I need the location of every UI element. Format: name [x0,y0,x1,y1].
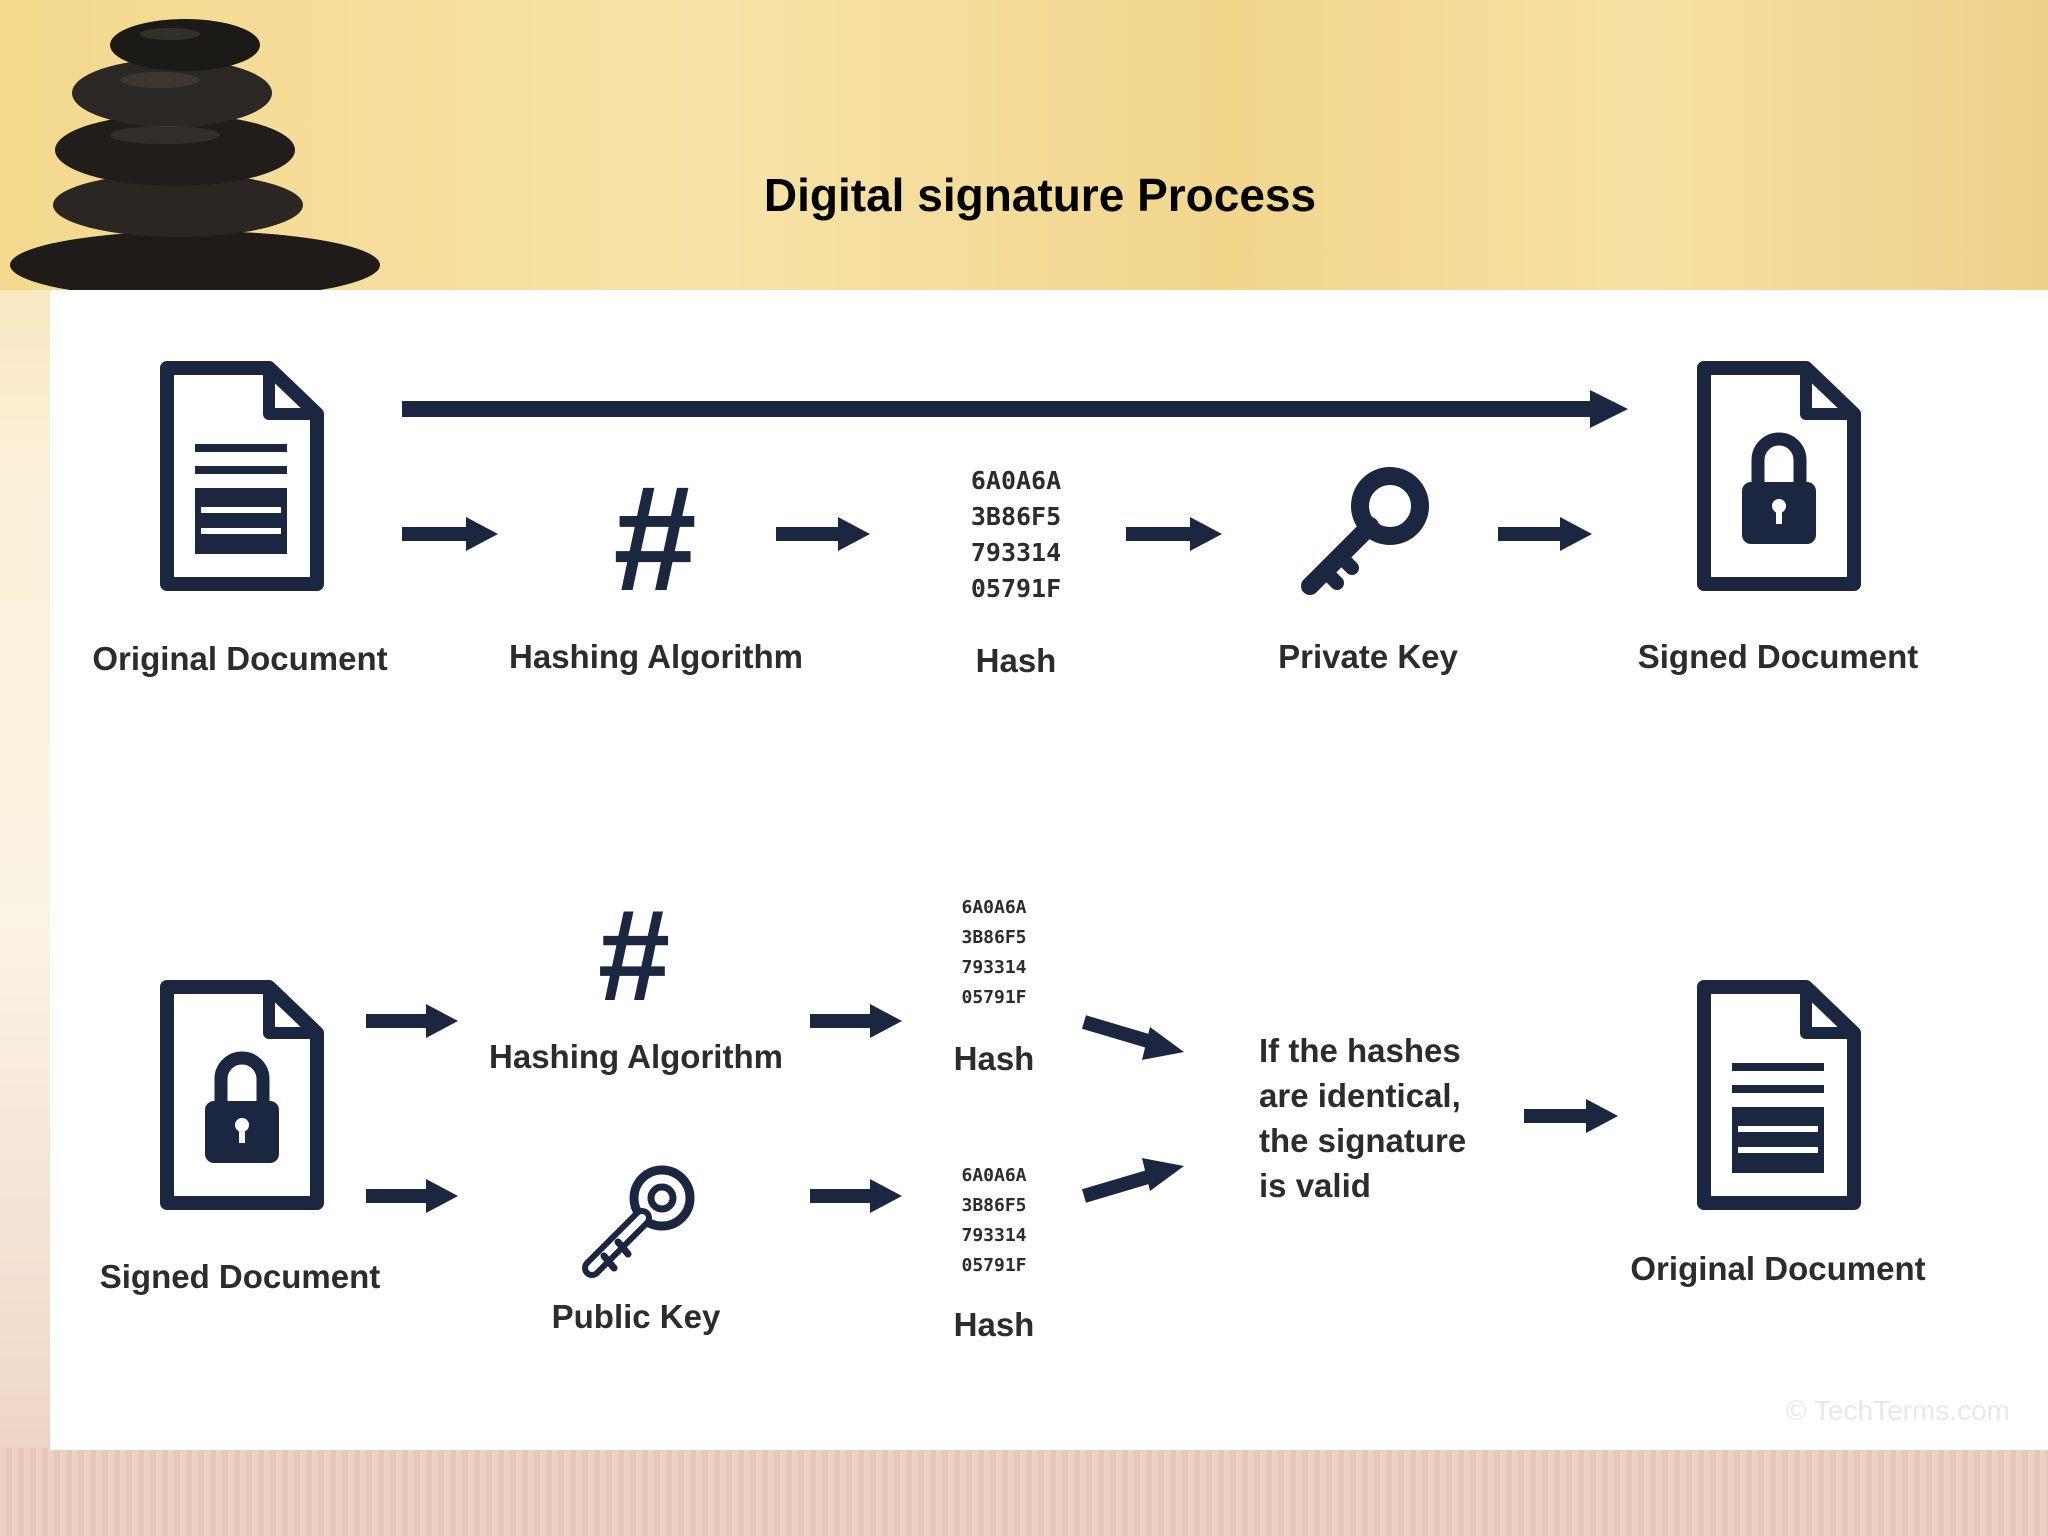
verify-public-key-label: Public Key [552,1298,721,1335]
arrow-icon [1126,517,1222,551]
arrow-icon [1524,1099,1618,1133]
verify-hash-label-top: Hash [954,1040,1035,1077]
verify-original-document-label: Original Document [1630,1250,1925,1287]
stacked-stones-image [10,19,380,299]
private-key-icon [1310,476,1420,586]
svg-text:793314: 793314 [961,957,1026,978]
arrow-icon [776,517,870,551]
svg-text:793314: 793314 [971,538,1061,567]
svg-text:6A0A6A: 6A0A6A [971,466,1061,495]
signing-hash-label: Hash [976,642,1057,679]
digital-signature-diagram: Original Document # Hashing Algorithm 6A… [92,290,2010,1426]
arrow-icon [810,1004,902,1038]
hash-value-text: 6A0A6A 3B86F5 793314 05791F [961,1165,1026,1276]
svg-text:3B86F5: 3B86F5 [961,1195,1026,1216]
verify-hashing-algorithm-label: Hashing Algorithm [489,1038,783,1075]
svg-text:is valid: is valid [1259,1167,1371,1204]
hash-value-text: 6A0A6A 3B86F5 793314 05791F [971,466,1061,603]
verify-signed-document-label: Signed Document [100,1258,381,1295]
svg-text:If the hashes: If the hashes [1259,1032,1461,1069]
arrow-icon [1498,517,1592,551]
signing-signed-document-label: Signed Document [1638,638,1919,675]
hash-symbol-icon: # [613,454,696,622]
svg-text:793314: 793314 [961,1225,1026,1246]
direct-arrow [402,390,1628,428]
arrow-icon [810,1179,902,1213]
svg-text:05791F: 05791F [961,987,1026,1008]
signing-original-document-label: Original Document [92,640,387,677]
slide-title: Digital signature Process [763,169,1317,221]
svg-text:05791F: 05791F [971,574,1061,603]
arrow-icon [366,1179,458,1213]
diagram-panel: Original Document # Hashing Algorithm 6A… [50,290,2048,1450]
hash-value-text: 6A0A6A 3B86F5 793314 05791F [961,897,1026,1008]
public-key-icon [592,1170,690,1268]
svg-text:6A0A6A: 6A0A6A [961,1165,1026,1186]
signing-private-key-label: Private Key [1278,638,1458,675]
arrow-icon [1082,1158,1184,1203]
arrow-icon [402,517,498,551]
svg-text:are identical,: are identical, [1259,1077,1461,1114]
hash-symbol-icon: # [598,882,670,1028]
signed-document-icon [167,987,317,1203]
top-background-band [0,0,2048,290]
original-document-icon [167,368,317,584]
signing-hashing-algorithm-label: Hashing Algorithm [509,638,803,675]
credit-watermark: © TechTerms.com [1786,1395,2010,1426]
svg-text:3B86F5: 3B86F5 [961,927,1026,948]
svg-text:3B86F5: 3B86F5 [971,502,1061,531]
original-document-icon [1704,987,1854,1203]
arrow-icon [366,1004,458,1038]
arrow-icon [1082,1015,1184,1060]
bottom-background-band [0,1448,2048,1536]
svg-text:05791F: 05791F [961,1255,1026,1276]
result-text: If the hashes are identical, the signatu… [1259,1032,1466,1204]
verify-hash-label-bottom: Hash [954,1306,1035,1343]
signed-document-icon [1704,368,1854,584]
svg-text:the signature: the signature [1259,1122,1466,1159]
svg-text:6A0A6A: 6A0A6A [961,897,1026,918]
